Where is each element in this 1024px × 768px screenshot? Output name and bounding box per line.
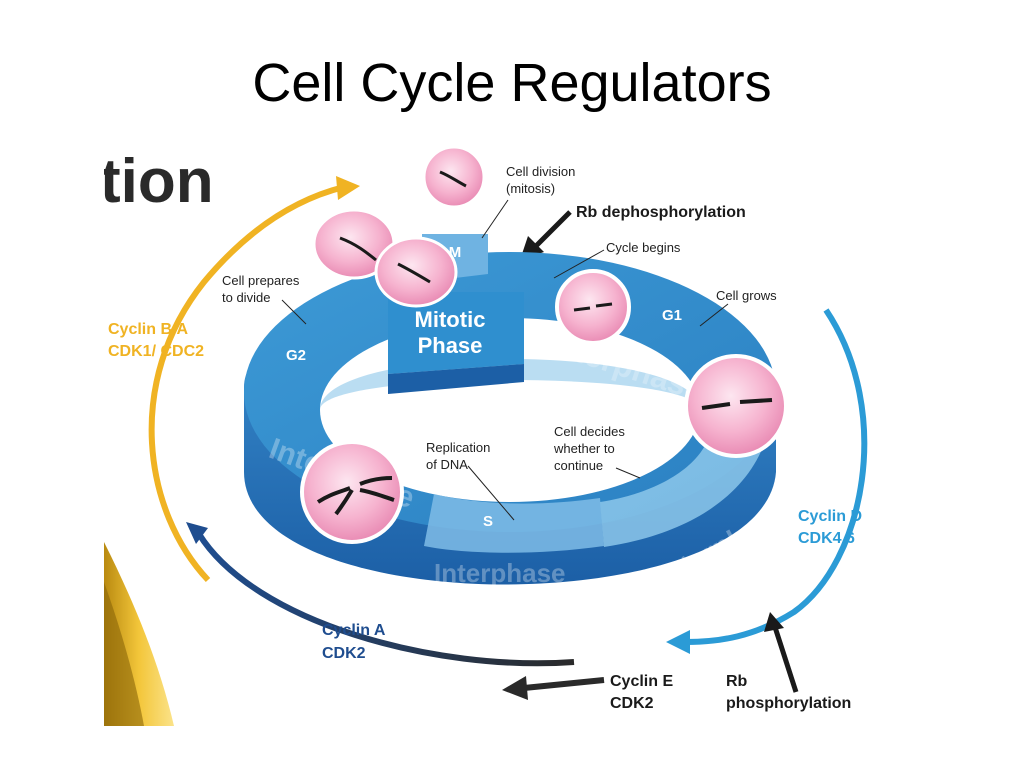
cell-cycle-svg: tion M Mitotic Phase G1 G2 S Interphase … bbox=[100, 145, 868, 726]
rb-phos-label-1: Rb bbox=[726, 673, 748, 690]
decides-note-3: continue bbox=[554, 458, 603, 473]
gold-decoration-inner bbox=[104, 582, 144, 726]
cyclin-ba-label-2: CDK1/ CDC2 bbox=[108, 343, 204, 360]
cycle-begins-leader bbox=[553, 249, 605, 279]
cell-division-note-2: (mitosis) bbox=[506, 181, 555, 196]
cell-dividing bbox=[312, 208, 458, 308]
cyclin-ba-arrow bbox=[148, 184, 345, 583]
cyclin-a-label-2: CDK2 bbox=[322, 645, 366, 662]
cyclin-d-arrowhead bbox=[666, 630, 690, 654]
decides-note-1: Cell decides bbox=[554, 424, 625, 439]
cyclin-a-label-1: Cyclin A bbox=[322, 622, 386, 639]
phase-s-label: S bbox=[483, 513, 493, 530]
slide-title: Cell Cycle Regulators bbox=[252, 53, 772, 113]
rb-phos-label-2: phosphorylation bbox=[726, 695, 851, 712]
prepares-leader bbox=[281, 299, 307, 325]
phase-g1-label: G1 bbox=[662, 307, 682, 324]
phase-g2-label: G2 bbox=[286, 347, 306, 364]
decides-leader bbox=[615, 467, 641, 479]
cyclin-d-arrow bbox=[685, 308, 868, 645]
mitotic-phase-label-2: Phase bbox=[418, 333, 483, 358]
partial-heading: tion bbox=[104, 147, 214, 216]
mitotic-phase-side bbox=[388, 364, 524, 394]
decides-note-2: whether to bbox=[553, 441, 615, 456]
cyclin-d-label-2: CDK4,6 bbox=[798, 530, 855, 547]
cyclin-ba-arrowhead bbox=[336, 176, 360, 200]
cyclin-a-arrowhead bbox=[186, 522, 208, 544]
cell-mitosis-small bbox=[422, 145, 486, 209]
cell-division-note-1: Cell division bbox=[506, 164, 575, 179]
rb-phos-arrowhead bbox=[764, 612, 784, 632]
cell-cycle-diagram: tion M Mitotic Phase G1 G2 S Interphase … bbox=[100, 142, 904, 726]
cycle-begins-note: Cycle begins bbox=[606, 240, 681, 255]
mitotic-phase-label-1: Mitotic bbox=[415, 307, 486, 332]
rb-phos-arrow bbox=[771, 623, 799, 693]
cell-division-leader bbox=[481, 199, 509, 239]
cyclin-e-arrowhead bbox=[502, 676, 528, 700]
cell-s-phase bbox=[300, 440, 404, 544]
cell-g1-large bbox=[684, 354, 788, 458]
cyclin-e-arrow bbox=[523, 677, 605, 691]
ring-segment-s bbox=[424, 494, 604, 553]
cell-grows-note: Cell grows bbox=[716, 288, 777, 303]
cyclin-a-arrow bbox=[196, 532, 575, 667]
rb-dephos-label: Rb dephosphorylation bbox=[576, 204, 746, 221]
cyclin-e-label-2: CDK2 bbox=[610, 695, 654, 712]
mitotic-phase-block bbox=[388, 292, 524, 374]
cell-g1-small bbox=[555, 269, 631, 345]
interphase-label-bottom: Interphase bbox=[434, 558, 566, 588]
cyclin-ba-label-1: Cyclin B/A bbox=[108, 321, 188, 338]
prepares-note-1: Cell prepares bbox=[222, 273, 300, 288]
rb-dephos-arrow bbox=[532, 210, 572, 250]
replication-leader bbox=[467, 465, 515, 521]
cyclin-e-label-1: Cyclin E bbox=[610, 673, 673, 690]
cyclin-d-label-1: Cyclin D bbox=[798, 508, 862, 525]
prepares-note-2: to divide bbox=[222, 290, 270, 305]
cell-grows-leader bbox=[699, 303, 729, 327]
replication-note-1: Replication bbox=[426, 440, 490, 455]
replication-note-2: of DNA bbox=[426, 457, 468, 472]
